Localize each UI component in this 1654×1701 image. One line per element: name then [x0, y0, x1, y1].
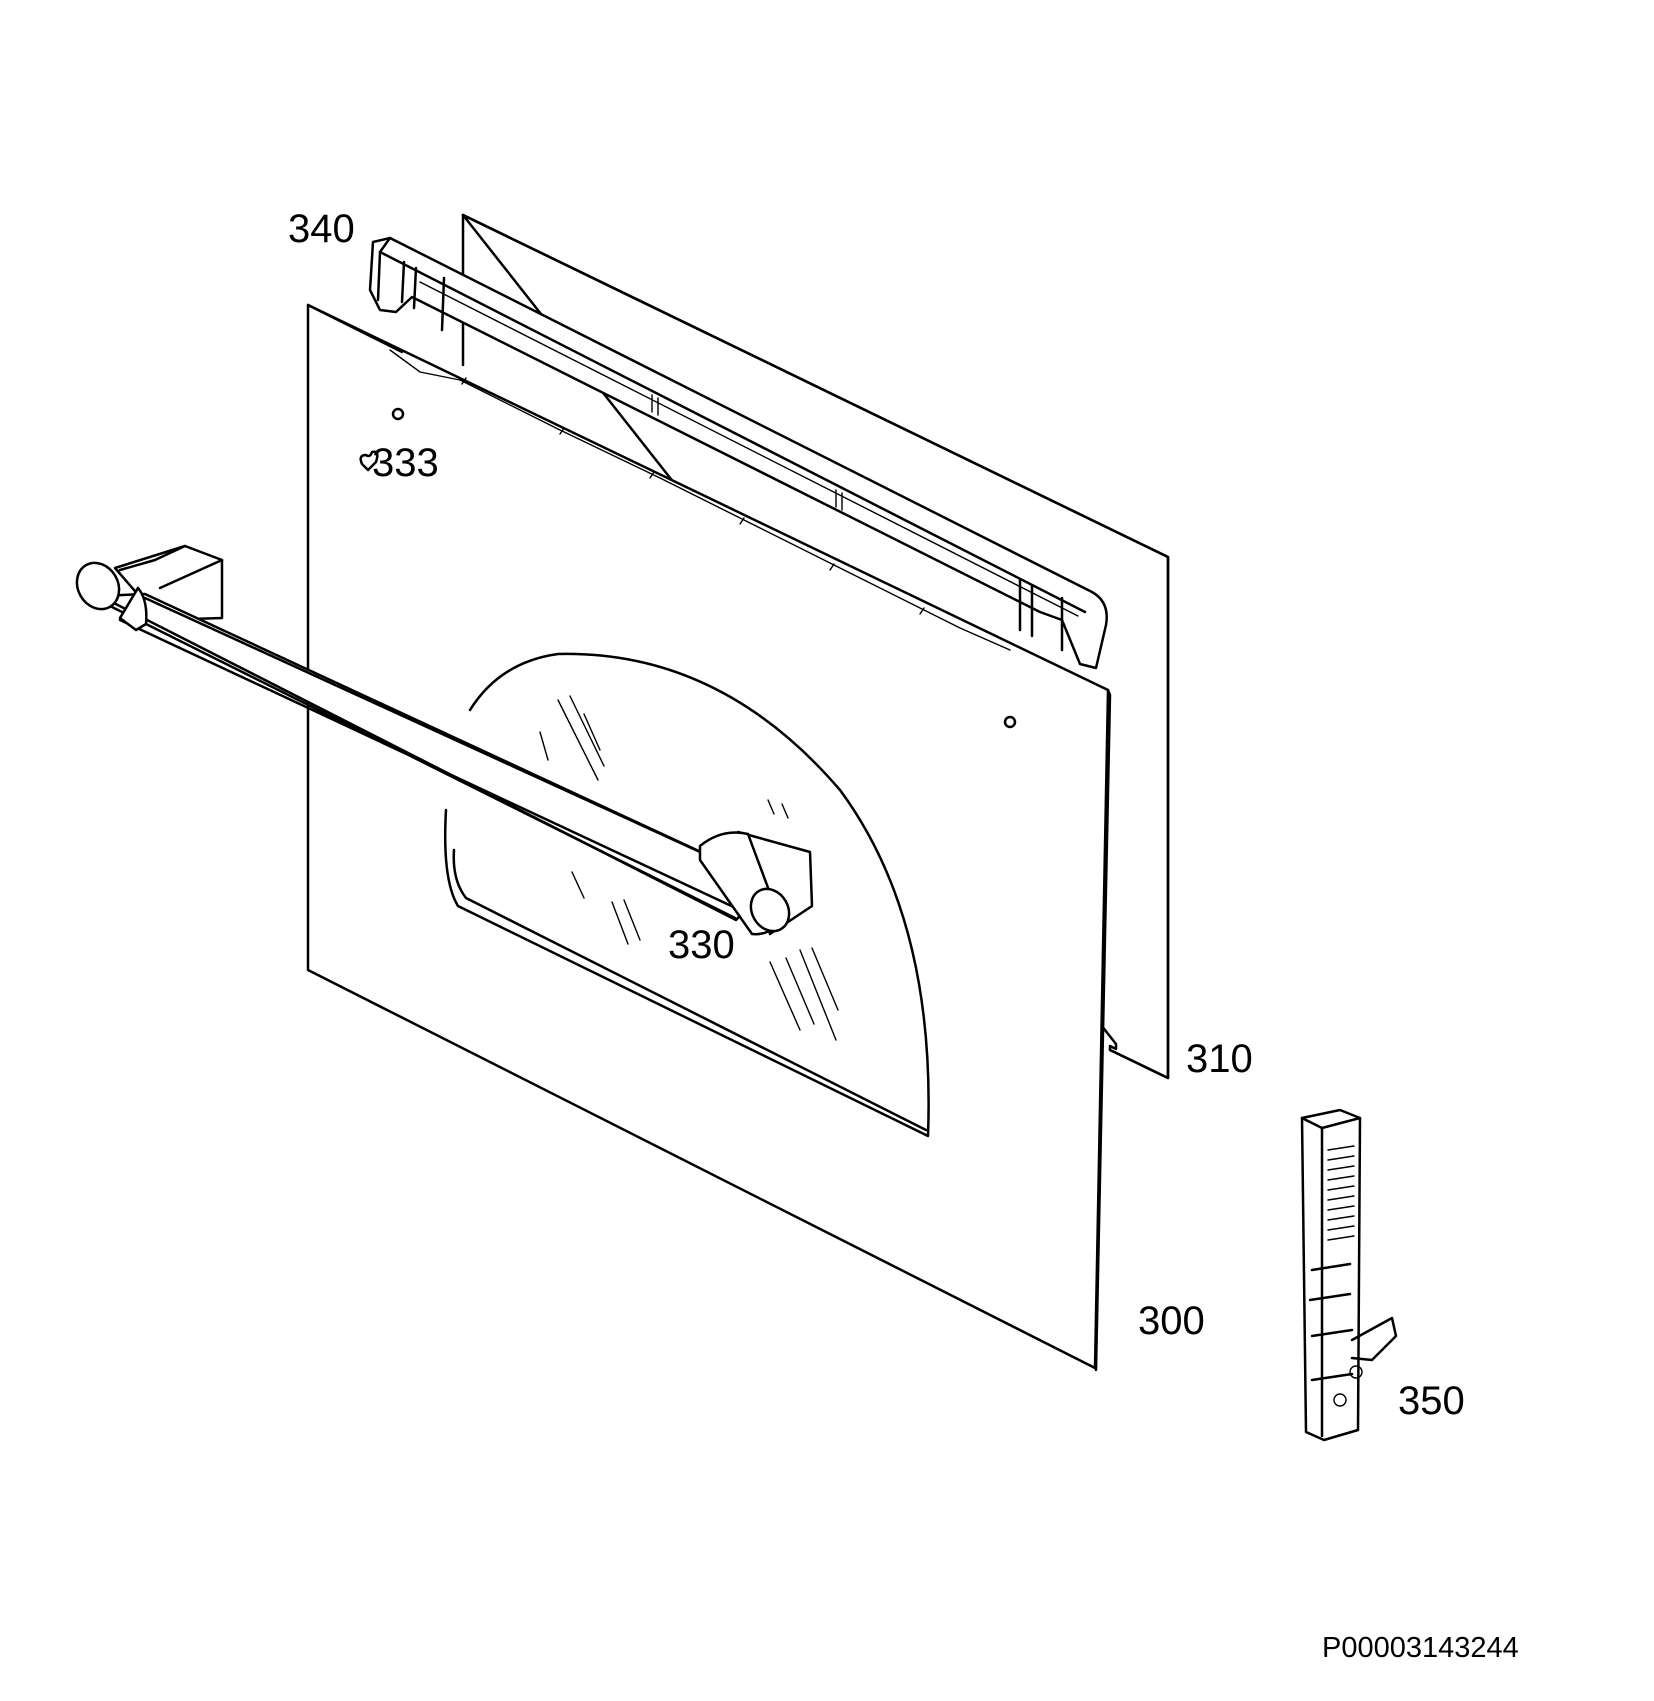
label-300: 300: [1138, 1299, 1205, 1343]
outer-door-panel-300: [306, 303, 1112, 1372]
label-330: 330: [668, 923, 735, 967]
drawing-reference-code: P00003143244: [1322, 1632, 1519, 1664]
door-handle-330: [75, 544, 814, 936]
label-340: 340: [288, 207, 355, 251]
top-trim-340: [368, 236, 1108, 670]
label-333: 333: [372, 441, 439, 485]
door-hinge-350: [1300, 1108, 1398, 1442]
label-350: 350: [1398, 1379, 1465, 1423]
label-310: 310: [1186, 1037, 1253, 1081]
